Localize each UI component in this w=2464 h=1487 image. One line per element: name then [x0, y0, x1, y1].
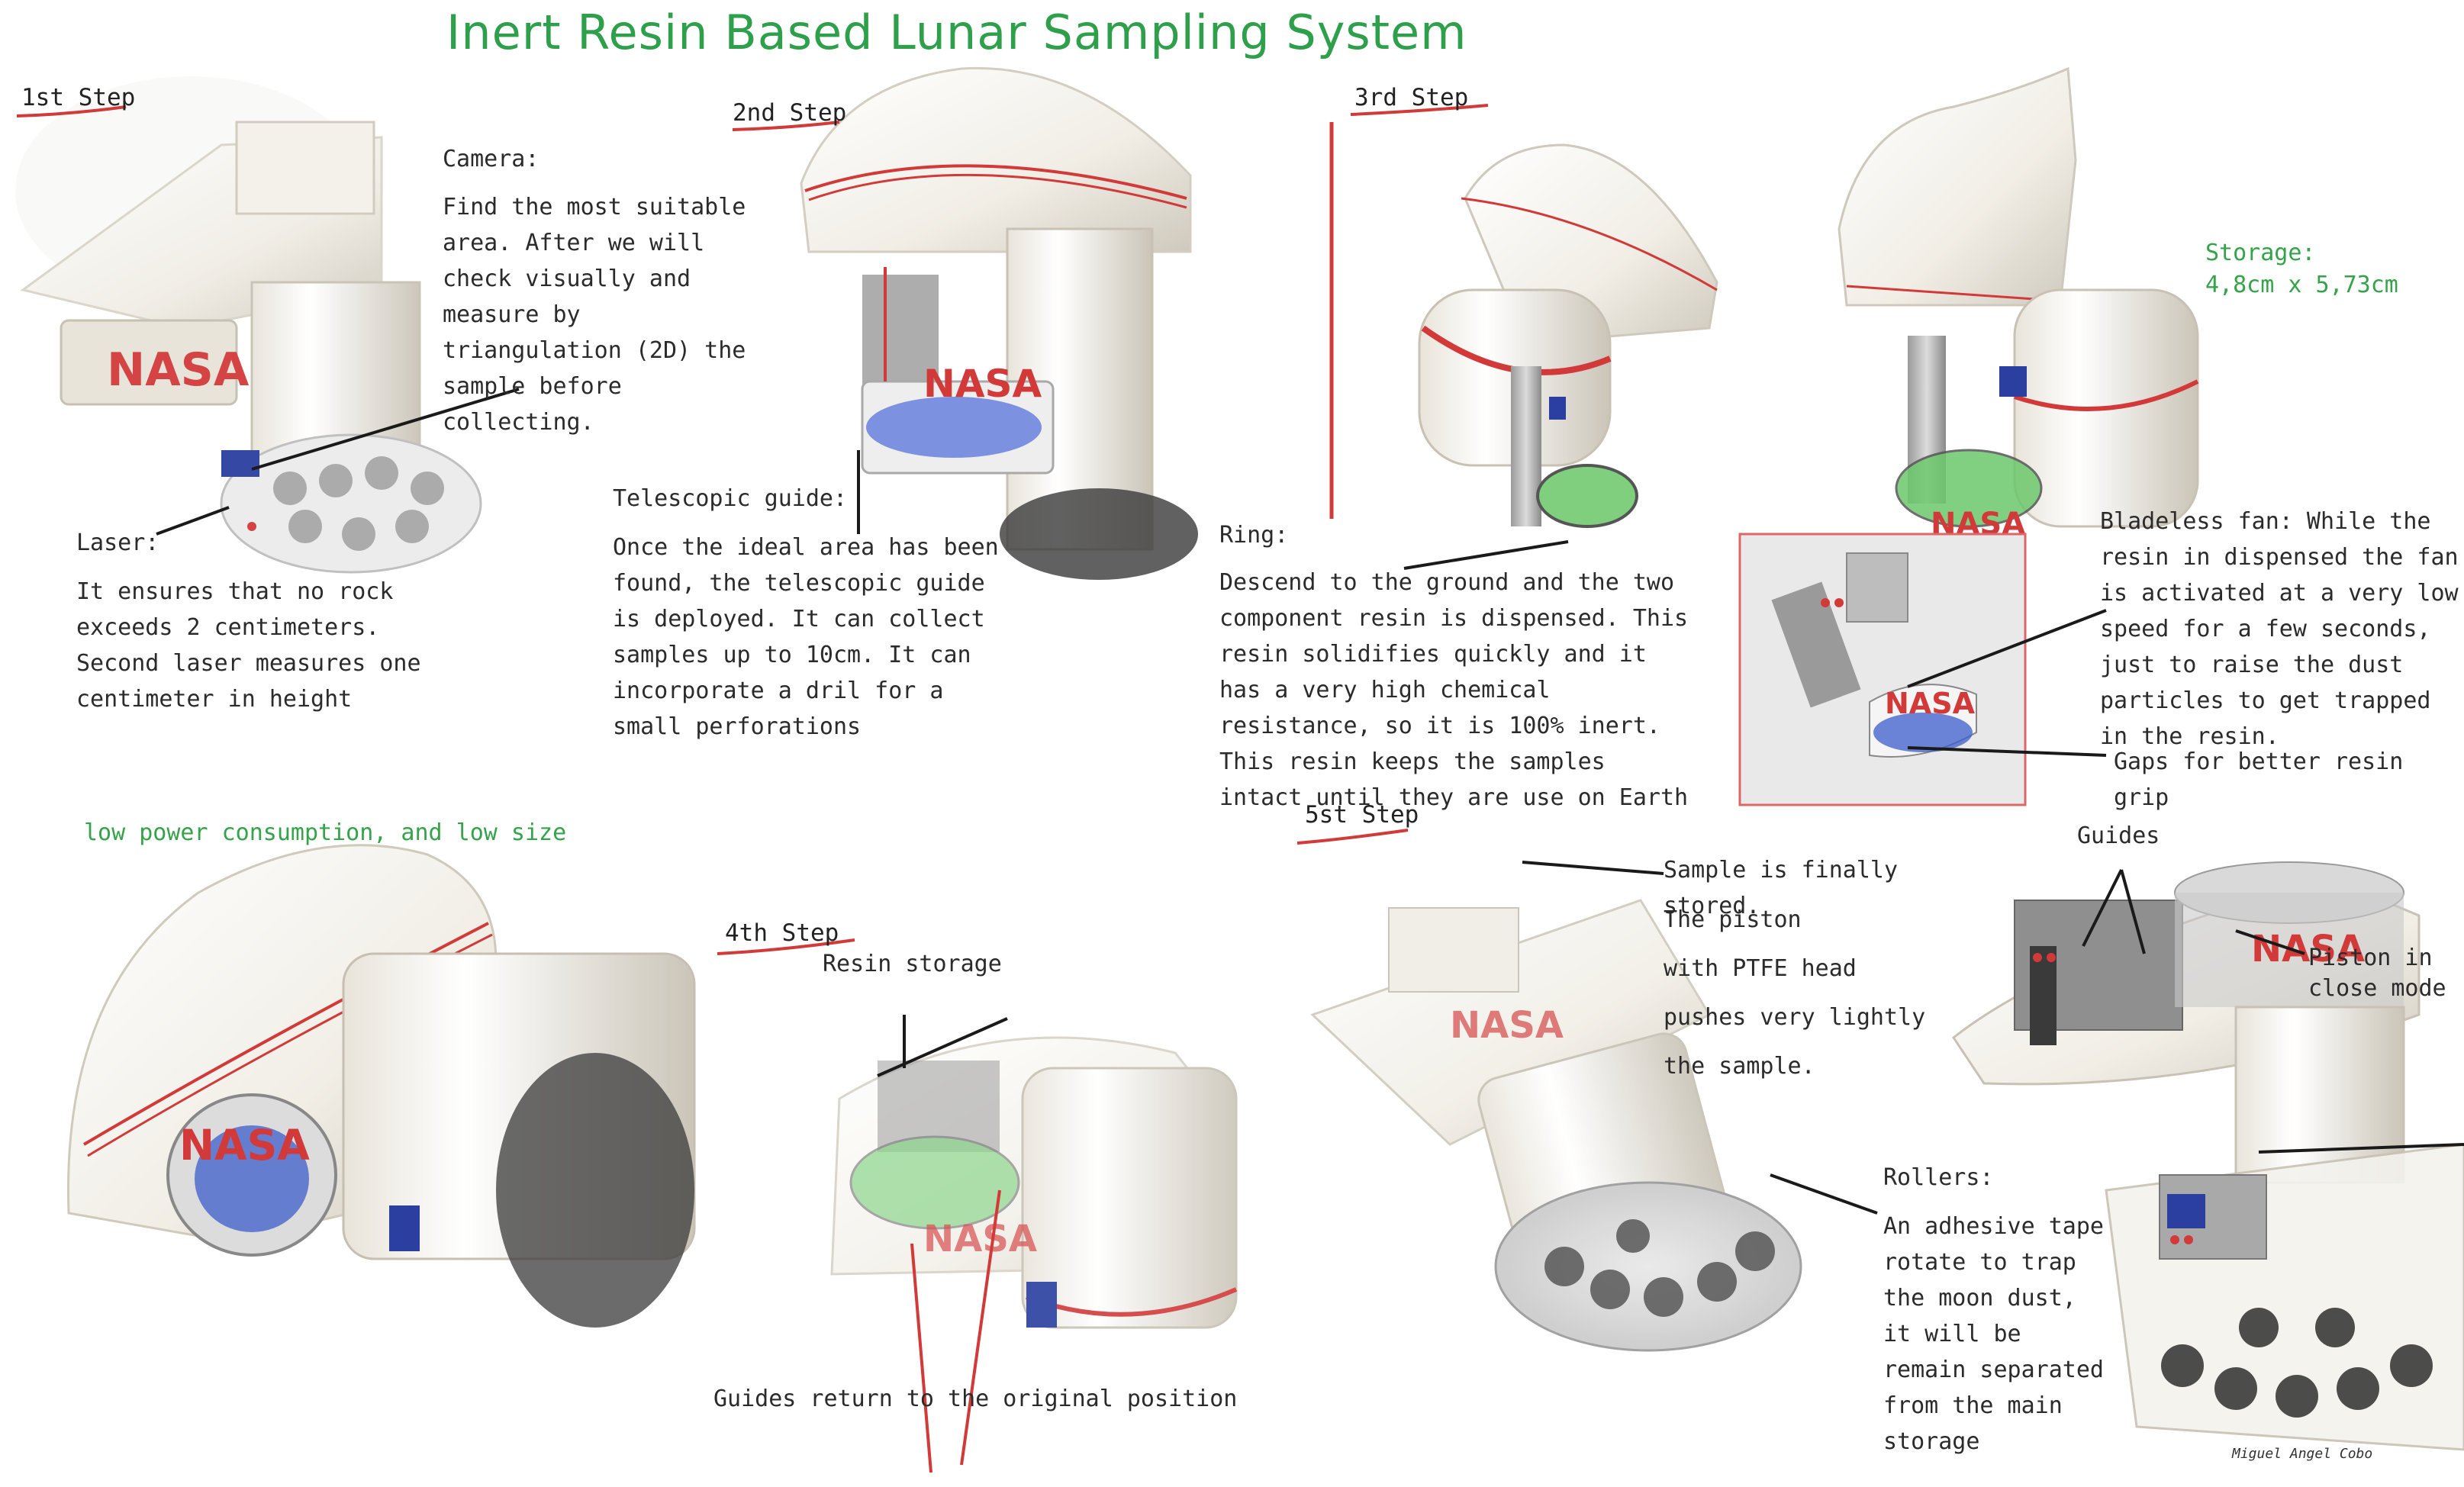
- step3-label: 3rd Step: [1354, 84, 1469, 111]
- storage-size: 4,8cm x 5,73cm: [2205, 272, 2398, 298]
- rollers-description: An adhesive tape rotate to trap the moon…: [1883, 1213, 2104, 1455]
- fan-description: Bladeless fan: While the resin in dispen…: [2100, 508, 2459, 750]
- piston-device: NASA: [1951, 861, 2421, 1184]
- leader-lines: [156, 388, 2464, 1215]
- sample-stored-line2: The piston: [1664, 906, 1802, 933]
- signature: Miguel Angel Cobo: [2232, 1446, 2373, 1462]
- step3-device-b: NASA: [1838, 66, 2199, 542]
- svg-text:NASA: NASA: [1450, 1004, 1564, 1047]
- laser-description: It ensures that no rock exceeds 2 centim…: [76, 578, 421, 713]
- ring-title: Ring:: [1219, 522, 1289, 549]
- rollers-title: Rollers:: [1883, 1164, 1994, 1191]
- sample-stored-line1: Sample is finally stored.: [1664, 857, 1899, 919]
- laser-title: Laser:: [76, 529, 159, 556]
- low-power-device: NASA: [66, 844, 696, 1328]
- red-arrows: [884, 267, 1001, 1473]
- step4-label: 4th Step: [725, 919, 839, 947]
- step3-device-a: [1418, 143, 1718, 528]
- storage-title: Storage:: [2205, 240, 2316, 266]
- svg-text:NASA: NASA: [1885, 687, 1976, 720]
- telescopic-title: Telescopic guide:: [613, 485, 848, 512]
- ring-description: Descend to the ground and the two compon…: [1219, 569, 1689, 811]
- svg-text:NASA: NASA: [2251, 928, 2365, 970]
- svg-text:NASA: NASA: [923, 362, 1042, 406]
- fan-render-box: NASA: [1738, 533, 2027, 806]
- step2-label: 2nd Step: [733, 99, 847, 127]
- camera-description: Find the most suitable area. After we wi…: [443, 194, 746, 436]
- nasa-logo: NASA: [107, 343, 250, 397]
- svg-text:NASA: NASA: [923, 1218, 1037, 1260]
- step5-label: 5st Step: [1305, 801, 1419, 829]
- low-power-label: low power consumption, and low size: [84, 819, 567, 846]
- piston-line1: Piston in: [2308, 945, 2433, 971]
- guides-return-label: Guides return to the original position: [713, 1386, 1238, 1412]
- gaps-label: Gaps for better resin grip: [2114, 748, 2404, 811]
- resin-storage-label: Resin storage: [823, 951, 1002, 977]
- telescopic-description: Once the ideal area has been found, the …: [613, 534, 999, 740]
- step1-device: NASA: [15, 76, 482, 574]
- piston-line2: close mode: [2308, 975, 2446, 1002]
- rollers-device: [2105, 1143, 2464, 1451]
- step-underlines: [16, 104, 1489, 955]
- page-title: Inert Resin Based Lunar Sampling System: [446, 5, 1467, 60]
- svg-text:NASA: NASA: [179, 1121, 310, 1170]
- step5-device: NASA: [1310, 899, 1802, 1352]
- camera-title: Camera:: [443, 146, 540, 172]
- sample-stored-line4: pushes very lightly: [1664, 1004, 1926, 1031]
- sample-stored-line3: with PTFE head: [1664, 955, 1857, 982]
- guides-label: Guides: [2077, 822, 2160, 849]
- sample-stored-line5: the sample.: [1664, 1053, 1815, 1080]
- step4-device: NASA: [830, 1036, 1238, 1329]
- step1-label: 1st Step: [21, 84, 136, 111]
- step2-device: NASA: [800, 66, 1198, 580]
